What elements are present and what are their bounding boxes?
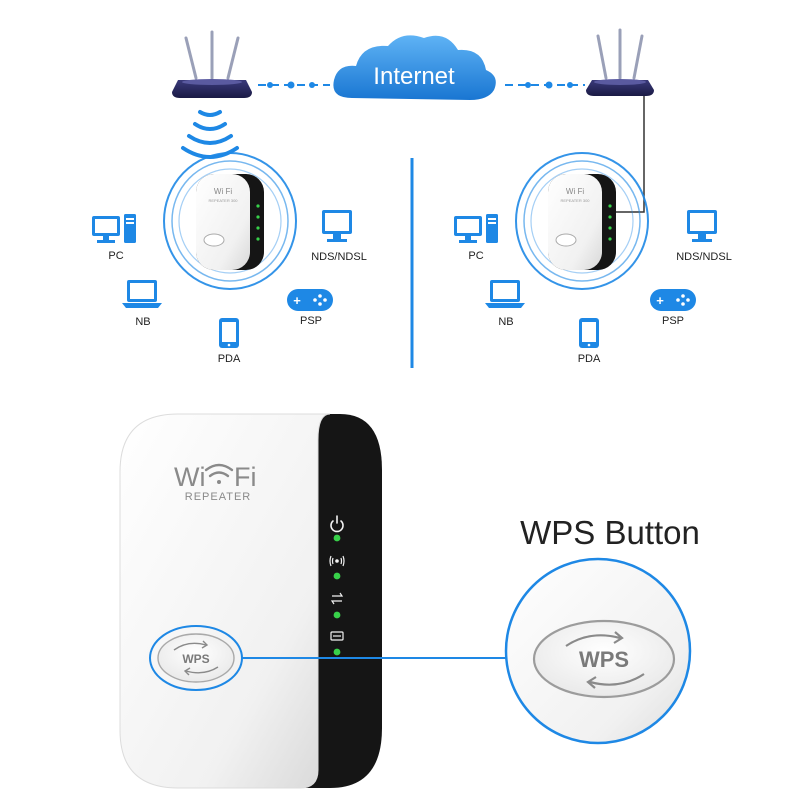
refresh-arrows-icon	[565, 631, 645, 689]
pc-icon	[454, 214, 498, 243]
wps-button-small	[203, 233, 225, 247]
power-icon	[330, 515, 344, 533]
wifi-logo-icon	[204, 463, 234, 484]
pc-icon	[92, 214, 136, 243]
gamepad-icon: +	[287, 289, 333, 311]
refresh-arrows-icon	[173, 640, 219, 676]
ethernet-cable	[612, 96, 645, 213]
psp-label: PSP	[662, 315, 684, 327]
svg-text:+: +	[656, 293, 664, 308]
laptop-icon	[485, 280, 525, 308]
gamepad-icon: +	[650, 289, 696, 311]
router-antenna-icon	[184, 30, 240, 80]
wps-label: WPS	[182, 652, 209, 666]
wps-zoom-callout: WPS	[504, 557, 692, 745]
internet-cloud: Internet	[333, 35, 496, 101]
pc-label: PC	[108, 250, 123, 262]
nb-label: NB	[135, 316, 150, 328]
phone-icon	[579, 318, 599, 348]
device-group-right: PC NDS/NDSL NB + PSP PDA	[454, 210, 732, 365]
repeater-brand-small: Wi Fi	[566, 187, 584, 196]
monitor-icon	[322, 210, 352, 242]
lan-icon	[330, 592, 344, 605]
phone-icon	[219, 318, 239, 348]
nds-label: NDS/NDSL	[311, 251, 367, 263]
wifi-waves-icon	[181, 110, 239, 159]
svg-text:+: +	[293, 293, 301, 308]
repeater-sub-small: REPEATER 300	[208, 198, 238, 203]
pc-label: PC	[468, 250, 483, 262]
wps-icon	[330, 631, 344, 641]
psp-label: PSP	[300, 315, 322, 327]
repeater-sub-small: REPEATER 300	[560, 198, 590, 203]
router-antenna-icon	[596, 28, 644, 80]
nb-label: NB	[498, 316, 513, 328]
laptop-icon	[122, 280, 162, 308]
repeater-large: Wi Fi REPEATER	[119, 413, 382, 789]
device-group-left: PC NDS/NDSL NB + PSP PD	[92, 210, 367, 365]
internet-label: Internet	[373, 63, 455, 90]
wps-button-small	[555, 233, 577, 247]
repeater-small-right: Wi Fi REPEATER 300	[515, 152, 649, 290]
monitor-icon	[687, 210, 717, 242]
wps-button	[157, 633, 235, 683]
router-right	[586, 28, 654, 96]
led-wifi	[333, 572, 341, 580]
callout-title: WPS Button	[520, 514, 700, 551]
brand-wi: Wi	[174, 462, 205, 492]
led-power	[333, 534, 341, 542]
brand-sub: REPEATER	[185, 491, 251, 503]
repeater-brand-small: Wi Fi	[214, 187, 232, 196]
nds-label: NDS/NDSL	[676, 251, 732, 263]
wifi-signal-icon	[329, 555, 345, 567]
pda-label: PDA	[578, 353, 601, 365]
pda-label: PDA	[218, 353, 241, 365]
repeater-small-left: Wi Fi REPEATER 300	[163, 152, 297, 290]
router-icon	[172, 80, 252, 98]
led-wps	[333, 648, 341, 656]
led-lan	[333, 611, 341, 619]
router-left	[172, 30, 252, 159]
wps-label-zoom: WPS	[579, 647, 629, 672]
brand-fi: Fi	[234, 462, 257, 492]
